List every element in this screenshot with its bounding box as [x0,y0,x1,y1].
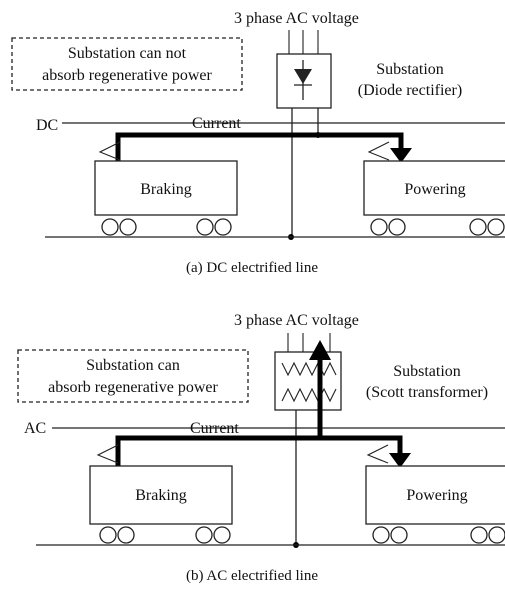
dc-substation-label: Substation [376,61,444,78]
dc-current-arrow-head [390,148,412,163]
wheel [370,218,388,236]
dc-current-path [115,132,404,161]
ac-note-line1: Substation can [86,357,180,374]
ac-powering-label: Powering [406,487,467,504]
dc-current-label: Current [192,115,241,132]
wheel [117,526,135,544]
ac-note-box [17,349,249,403]
dc-line-label: DC [36,117,58,134]
dc-braking-pantograph [98,141,121,161]
ac-substation-label: Substation [393,363,461,380]
dc-note-box [11,37,243,91]
dc-caption: (a) DC electrified line [186,260,318,276]
panel-ac: 3 phase AC voltage Substation can absorb… [17,312,505,584]
ac-current-label: Current [190,420,239,437]
wheel [213,526,231,544]
wheel [214,218,232,236]
ac-line-label: AC [24,420,46,437]
ac-caption: (b) AC electrified line [186,568,318,584]
dc-powering-label: Powering [404,181,465,198]
ac-braking-pantograph [96,444,119,464]
dc-powering-train [363,160,505,216]
wheel [388,218,406,236]
dc-note-line2: absorb regenerative power [42,67,212,84]
ac-note-line2: absorb regenerative power [48,379,218,396]
wheel [99,526,117,544]
ac-substation-type: (Scott transformer) [366,384,488,401]
dc-braking-label: Braking [140,181,192,198]
ac-powering-train [365,465,505,525]
ac-braking-label: Braking [135,487,187,504]
ac-current-path [115,435,403,466]
wheel [390,526,408,544]
wheel [119,218,137,236]
transformer-coil-icon [281,361,337,403]
ac-powering-pantograph [366,444,389,464]
wheel [469,218,487,236]
wheel [101,218,119,236]
dc-note-line1: Substation can not [68,45,187,62]
dc-braking-train [94,160,238,216]
ac-regenerative-arrow-head [309,340,331,360]
wheel [488,526,505,544]
wheel [196,218,214,236]
wheel [372,526,390,544]
dc-powering-pantograph [367,141,390,161]
wheel [195,526,213,544]
wheel [470,526,488,544]
diode-icon [294,60,312,100]
wheel [487,218,505,236]
dc-substation-type: (Diode rectifier) [358,82,462,99]
panel-dc: 3 phase AC voltage Substation can not ab… [11,10,505,276]
dc-ac-source-label: 3 phase AC voltage [234,10,359,27]
ac-substation-box [274,351,342,411]
ac-current-arrow-head [389,453,411,468]
ac-ac-source-label: 3 phase AC voltage [234,312,359,329]
ac-braking-train [89,465,233,525]
